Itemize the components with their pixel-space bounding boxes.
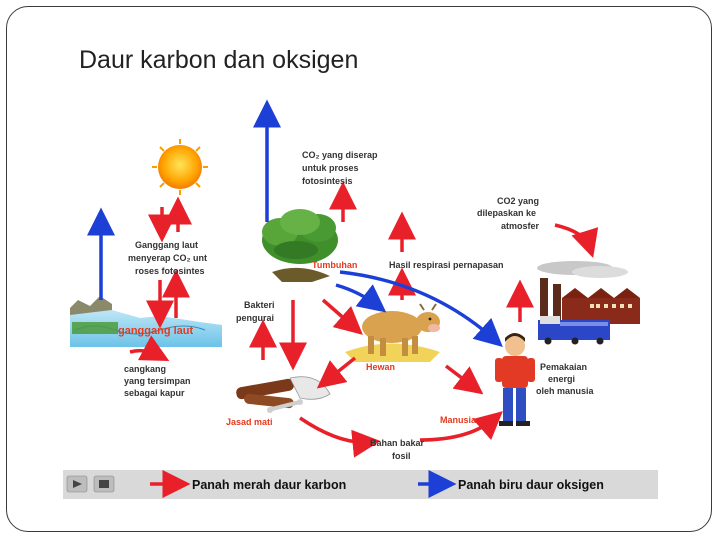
legend-red-label: Panah merah daur karbon xyxy=(192,478,346,492)
label-shells: cangkang yang tersimpan sebagai kapur xyxy=(124,364,191,398)
label-dead-matter: Jasad mati xyxy=(226,417,273,427)
svg-text:menyerap CO₂ unt: menyerap CO₂ unt xyxy=(128,253,207,263)
svg-text:energi: energi xyxy=(548,374,575,384)
carbon-arrow xyxy=(299,416,381,458)
carbon-arrow xyxy=(129,335,170,361)
slide-frame xyxy=(6,6,712,532)
carbon-arrow xyxy=(444,364,484,395)
carbon-arrow xyxy=(316,356,357,389)
label-decomposer: Bakteri pengurai xyxy=(236,300,275,323)
legend-blue-label: Panah biru daur oksigen xyxy=(458,478,604,492)
carbon-arrow xyxy=(419,411,503,442)
svg-text:cangkang: cangkang xyxy=(124,364,166,374)
svg-text:fotosintesis: fotosintesis xyxy=(302,176,353,186)
label-animals: Hewan xyxy=(366,362,395,372)
svg-text:fosil: fosil xyxy=(392,451,411,461)
label-co2-absorbed: CO₂ yang diserap untuk proses fotosintes… xyxy=(302,150,378,186)
svg-text:oleh manusia: oleh manusia xyxy=(536,386,595,396)
tree-icon xyxy=(262,209,338,282)
carbon-arrow xyxy=(321,298,363,335)
cow-icon xyxy=(345,303,440,362)
label-respiration: Hasil respirasi pernapasan xyxy=(389,260,504,270)
svg-text:Bahan bakar: Bahan bakar xyxy=(370,438,425,448)
stop-icon xyxy=(99,480,109,488)
label-fossil-fuel: Bahan bakar fosil xyxy=(370,438,425,461)
label-seaweed-absorb: Ganggang laut menyerap CO₂ unt roses fot… xyxy=(128,240,207,276)
sun-icon xyxy=(152,139,208,195)
label-human-energy: Pemakaian energi oleh manusia xyxy=(536,362,595,396)
svg-text:Bakteri: Bakteri xyxy=(244,300,275,310)
dead-matter-icon xyxy=(236,376,331,413)
play-icon xyxy=(73,480,82,488)
label-co2-released: CO2 yang dilepaskan ke atmosfer xyxy=(477,196,540,231)
label-plants: Tumbuhan xyxy=(312,260,357,270)
oxygen-arrow xyxy=(339,270,503,347)
carbon-arrows xyxy=(129,181,599,458)
svg-text:atmosfer: atmosfer xyxy=(501,221,540,231)
oxygen-arrow xyxy=(335,283,387,313)
svg-text:CO2 yang: CO2 yang xyxy=(497,196,539,206)
svg-text:Ganggang laut: Ganggang laut xyxy=(135,240,198,250)
oxygen-arrows xyxy=(87,99,503,347)
svg-text:dilepaskan ke: dilepaskan ke xyxy=(477,208,536,218)
slide-title: Daur karbon dan oksigen xyxy=(79,46,359,74)
svg-text:pengurai: pengurai xyxy=(236,313,274,323)
legend-bar: Panah merah daur karbon Panah biru daur … xyxy=(63,470,658,499)
label-humans: Manusia xyxy=(440,415,477,425)
svg-text:yang tersimpan: yang tersimpan xyxy=(124,376,191,386)
carbon-arrow xyxy=(554,223,599,259)
svg-text:untuk proses: untuk proses xyxy=(302,163,359,173)
sea-scene-icon xyxy=(70,296,222,347)
svg-text:roses fotosintes: roses fotosintes xyxy=(135,266,205,276)
svg-text:sebagai kapur: sebagai kapur xyxy=(124,388,185,398)
label-seaweed: ganggang laut xyxy=(118,325,194,337)
svg-text:Pemakaian: Pemakaian xyxy=(540,362,587,372)
factory-icon xyxy=(537,261,640,345)
human-icon xyxy=(495,333,535,426)
svg-text:CO₂ yang diserap: CO₂ yang diserap xyxy=(302,150,378,160)
